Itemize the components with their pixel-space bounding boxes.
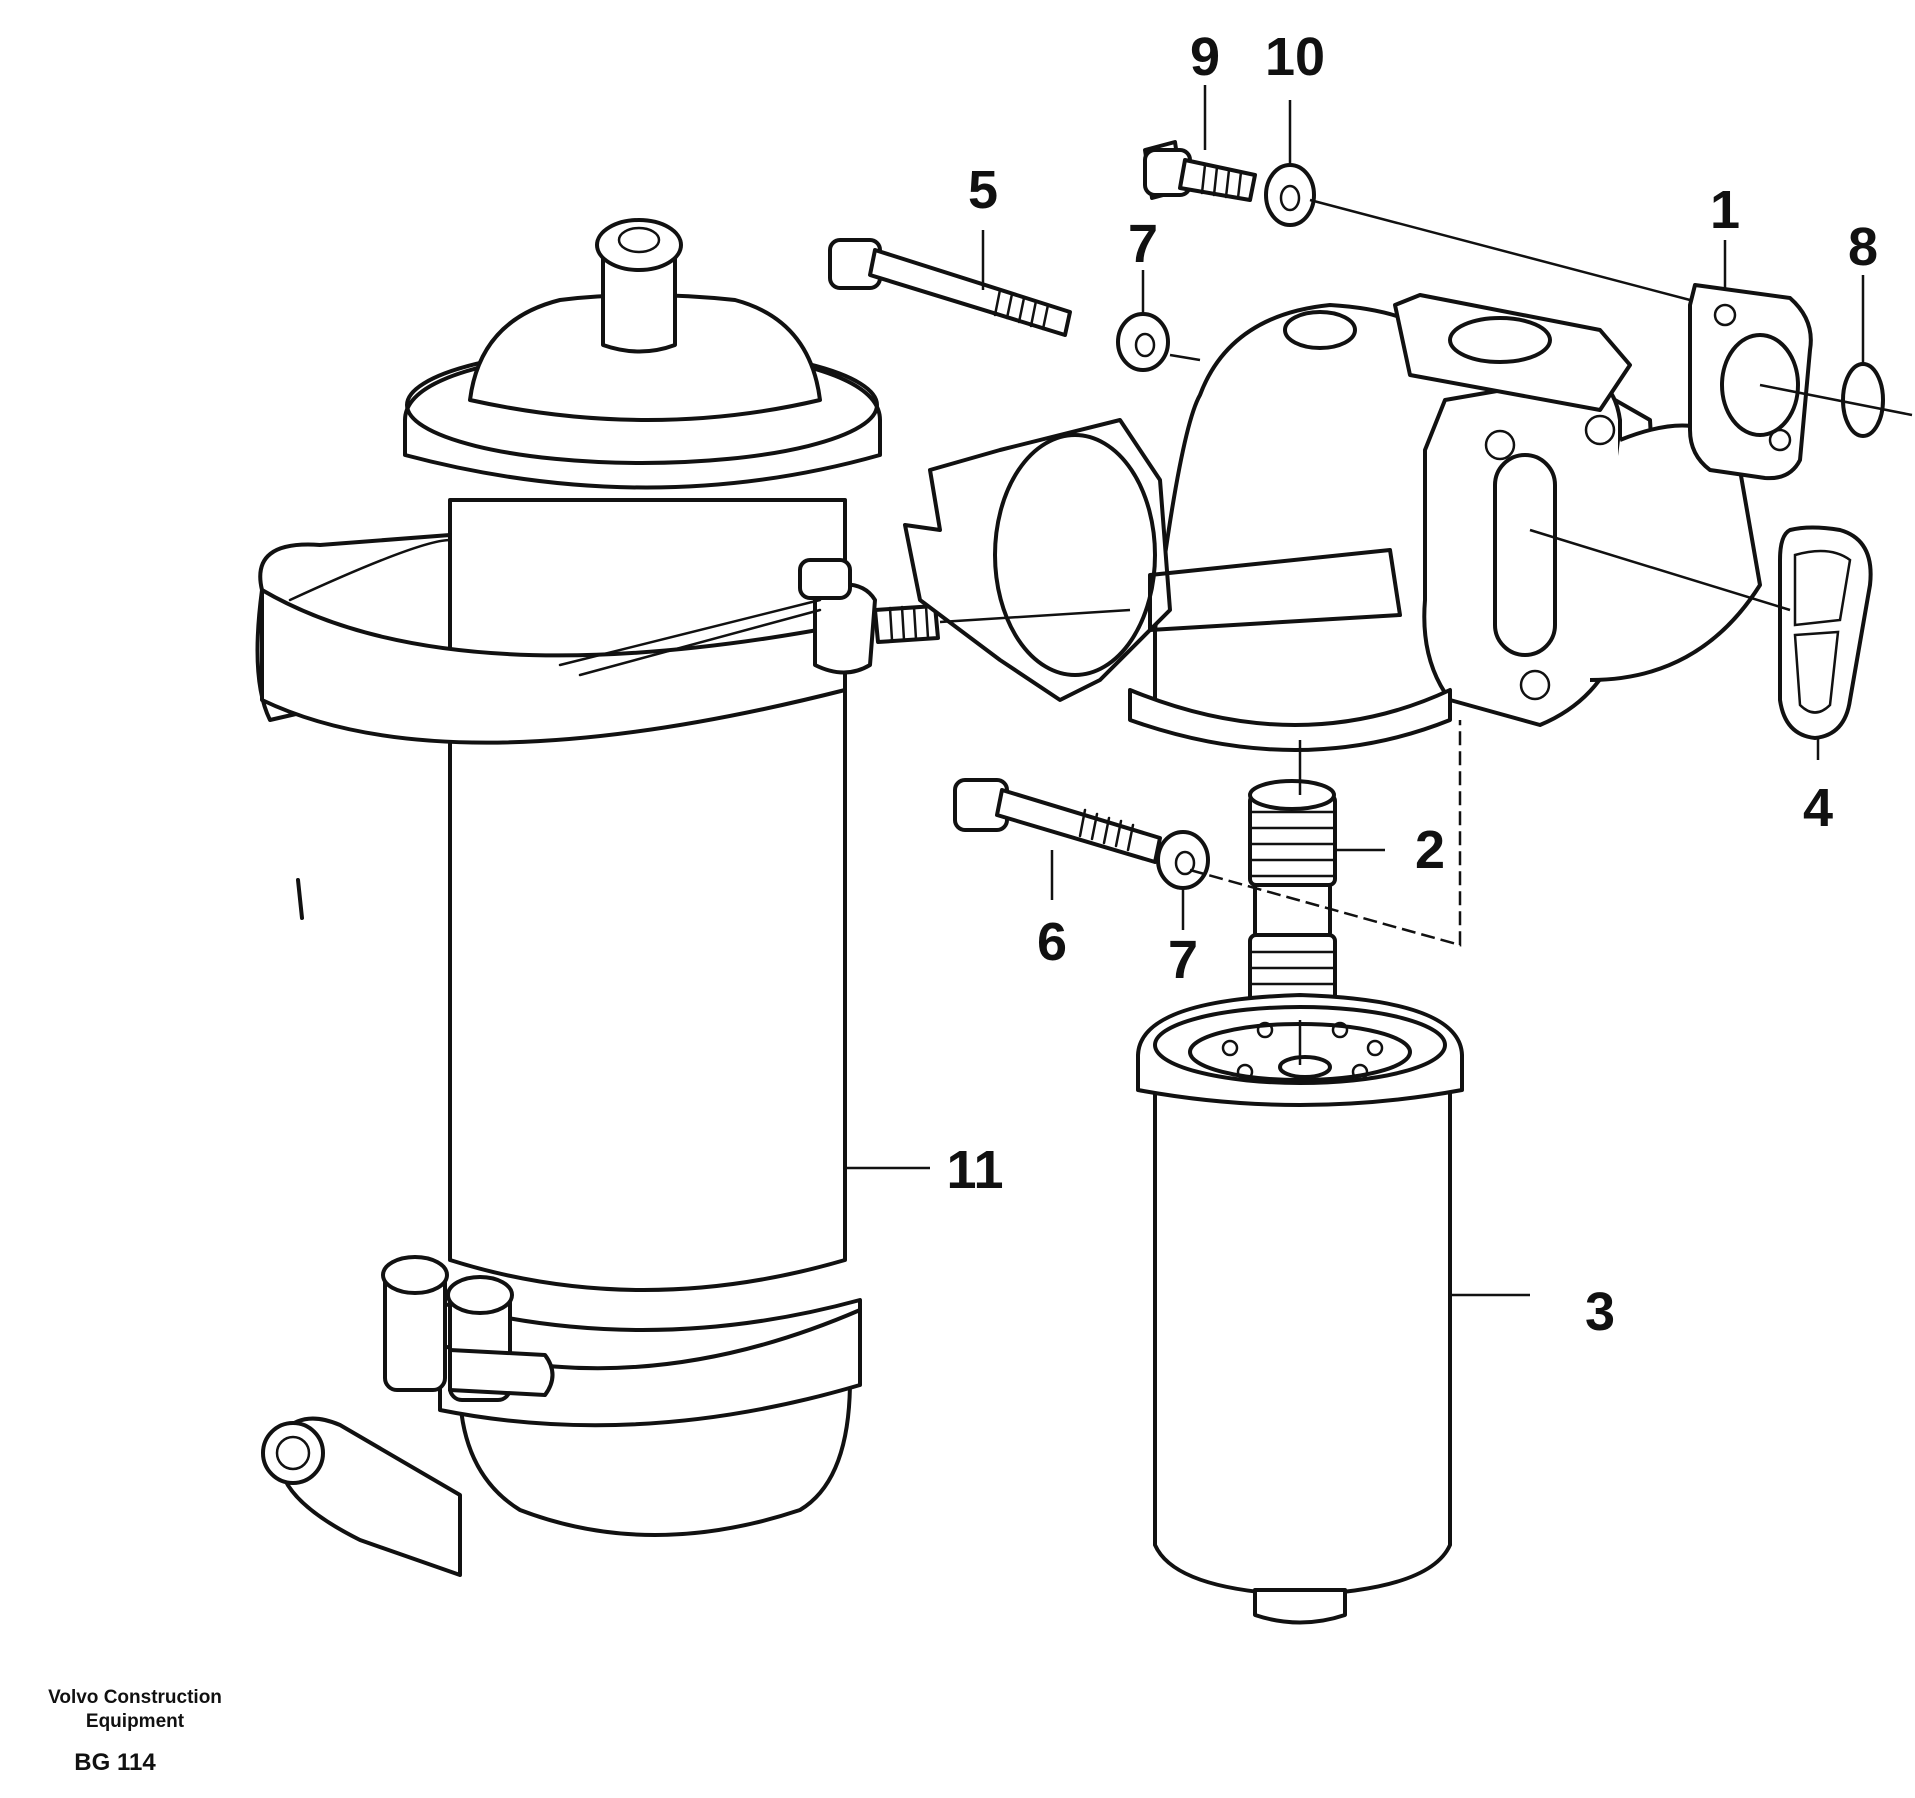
assembly-lines [939,198,1913,1065]
washer-part-7-lower [1156,830,1210,890]
brand-line-1: Volvo Construction [48,1687,222,1708]
brand-line-2: Equipment [85,1711,185,1732]
callout-1: 1 [1710,180,1740,240]
bolt-part-5 [828,238,1072,337]
callout-5: 5 [968,160,998,220]
callout-10: 10 [1265,27,1325,87]
callout-7-upper: 7 [1128,214,1158,274]
callout-4: 4 [1803,778,1833,838]
washer-part-7-upper [1116,312,1170,372]
callout-9: 9 [1190,27,1220,87]
canister-part-11 [255,218,940,1577]
callout-7-lower: 7 [1168,930,1198,990]
callout-8: 8 [1848,217,1878,277]
bolt-part-9 [1143,140,1257,202]
callout-2: 2 [1415,820,1445,880]
gasket-part-4 [1778,525,1873,740]
callout-6: 6 [1037,912,1067,972]
o-ring-part-8 [1841,362,1885,438]
callout-labels: 1 2 3 4 5 6 7 7 8 9 10 11 [946,27,1878,1342]
filter-housing-head [903,293,1762,752]
nipple-part-2 [1248,779,1337,1022]
bolt-part-6 [953,778,1162,864]
callout-11: 11 [946,1140,1003,1200]
filter-part-3 [1136,993,1464,1625]
callout-3: 3 [1585,1282,1615,1342]
flange-part-1 [1688,283,1813,481]
callout-leaders [845,85,1865,1297]
drawing-code: BG 114 [74,1749,156,1776]
washer-part-10 [1264,163,1316,227]
brand-label: Volvo Construction Equipment [20,1686,250,1734]
